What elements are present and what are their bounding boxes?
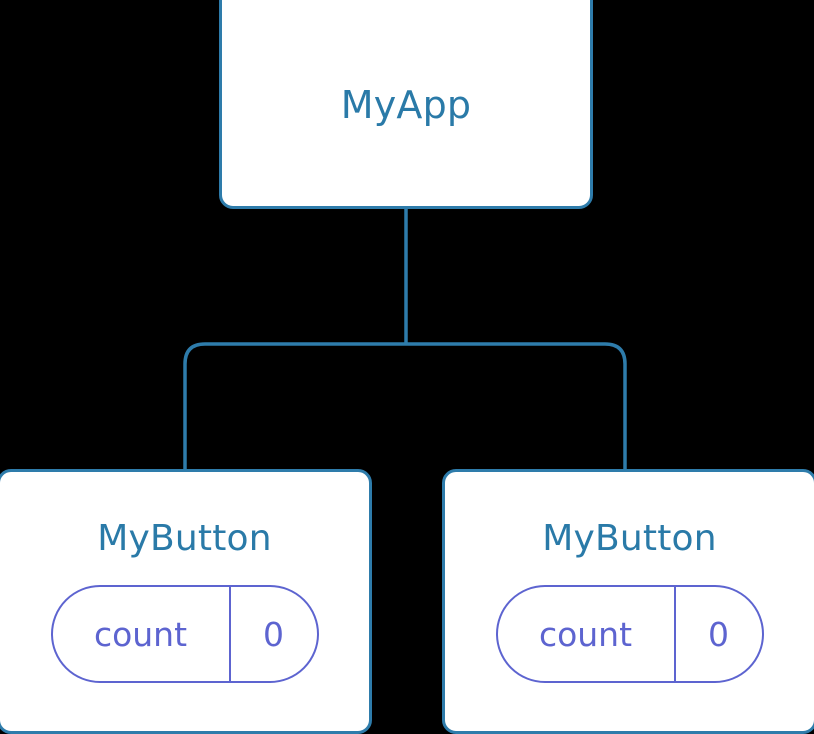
- state-badge-count-0[interactable]: count 0: [50, 585, 319, 683]
- state-value-label: 0: [708, 614, 729, 654]
- state-value-label: 0: [263, 614, 284, 654]
- node-mybutton-0[interactable]: MyButton count 0: [0, 469, 372, 734]
- state-badge-count-1[interactable]: count 0: [495, 585, 764, 683]
- node-myapp-title: MyApp: [340, 82, 472, 127]
- node-myapp[interactable]: MyApp: [219, 0, 593, 209]
- state-key-label: count: [538, 614, 633, 654]
- edge-branch-bus: [183, 342, 627, 470]
- state-divider: [228, 587, 231, 681]
- state-divider: [673, 587, 676, 681]
- node-mybutton-0-title: MyButton: [97, 518, 272, 559]
- state-key-label: count: [93, 614, 188, 654]
- node-mybutton-1-title: MyButton: [542, 518, 717, 559]
- node-mybutton-1[interactable]: MyButton count 0: [442, 469, 814, 734]
